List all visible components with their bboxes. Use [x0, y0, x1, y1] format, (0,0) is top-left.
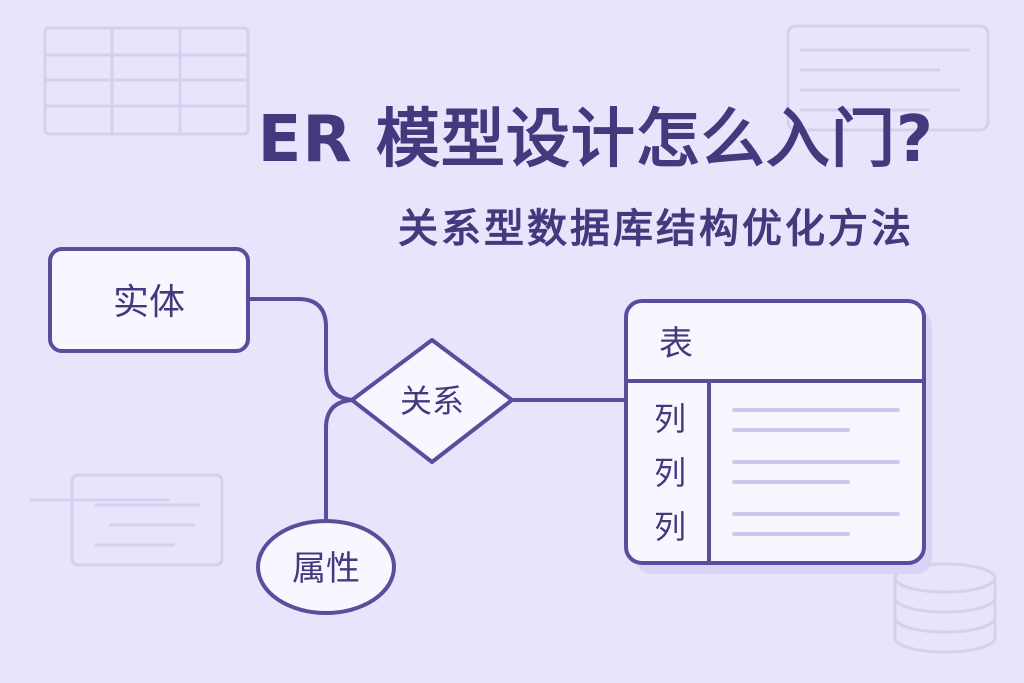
- table-column-label: 列: [654, 508, 686, 546]
- spreadsheet-grid-icon: [43, 26, 250, 136]
- table-column-label: 列: [654, 454, 686, 492]
- page-title: ER 模型设计怎么入门?: [257, 103, 934, 177]
- document-lines-icon: [30, 473, 224, 567]
- page-subtitle: 关系型数据库结构优化方法: [398, 206, 914, 252]
- relationship-label: 关系: [400, 382, 464, 420]
- column-placeholder-lines: [732, 408, 900, 536]
- table-column-label: 列: [654, 400, 686, 438]
- entity-relationship-connector: [246, 297, 358, 402]
- table-node: 表 列 列 列: [624, 299, 932, 574]
- database-cylinder-icon: [893, 562, 997, 654]
- entity-node: 实体: [48, 247, 250, 353]
- entity-label: 实体: [113, 282, 185, 323]
- table-header-label: 表: [659, 324, 693, 364]
- document-lines-icon: [786, 24, 990, 132]
- attribute-node: 属性: [256, 519, 396, 615]
- attribute-label: 属性: [292, 549, 360, 589]
- relationship-node: 关系: [350, 338, 514, 464]
- attribute-relationship-connector: [324, 398, 358, 522]
